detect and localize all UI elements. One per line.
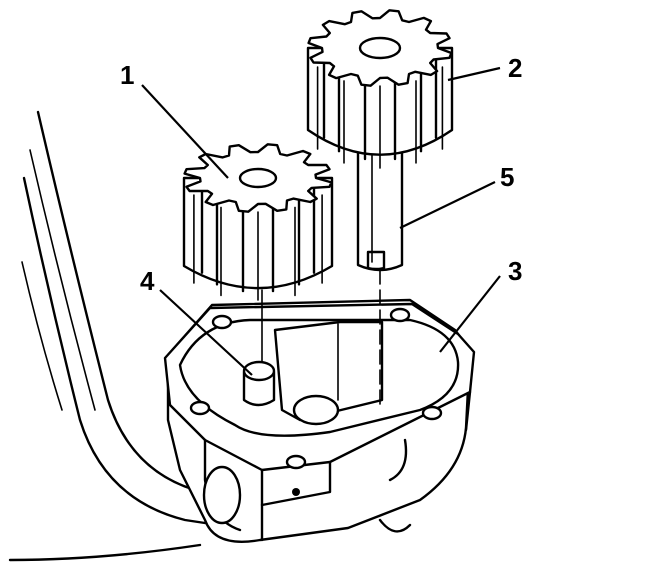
bolt-hole <box>211 314 233 330</box>
callout-leaders <box>141 66 501 376</box>
bolt-hole <box>421 405 443 421</box>
bolt-hole <box>285 454 307 470</box>
bolt-hole <box>389 307 411 323</box>
gear-bore <box>238 167 278 189</box>
callout-4: 4 <box>140 266 155 296</box>
idler-gear <box>182 143 334 301</box>
alignment-lines <box>261 269 381 406</box>
drive-shaft <box>356 148 404 272</box>
pickup-tube <box>8 110 240 562</box>
gear-bore <box>358 36 402 60</box>
callout-2: 2 <box>508 53 522 83</box>
bolt-hole <box>189 400 211 416</box>
callout-5: 5 <box>500 162 514 192</box>
pump-housing <box>163 298 476 543</box>
callout-1: 1 <box>120 60 134 90</box>
callout-labels: 1 2 3 4 5 <box>120 53 522 296</box>
idler-shaft <box>242 360 276 407</box>
drive-gear <box>306 9 454 169</box>
callout-3: 3 <box>508 256 522 286</box>
